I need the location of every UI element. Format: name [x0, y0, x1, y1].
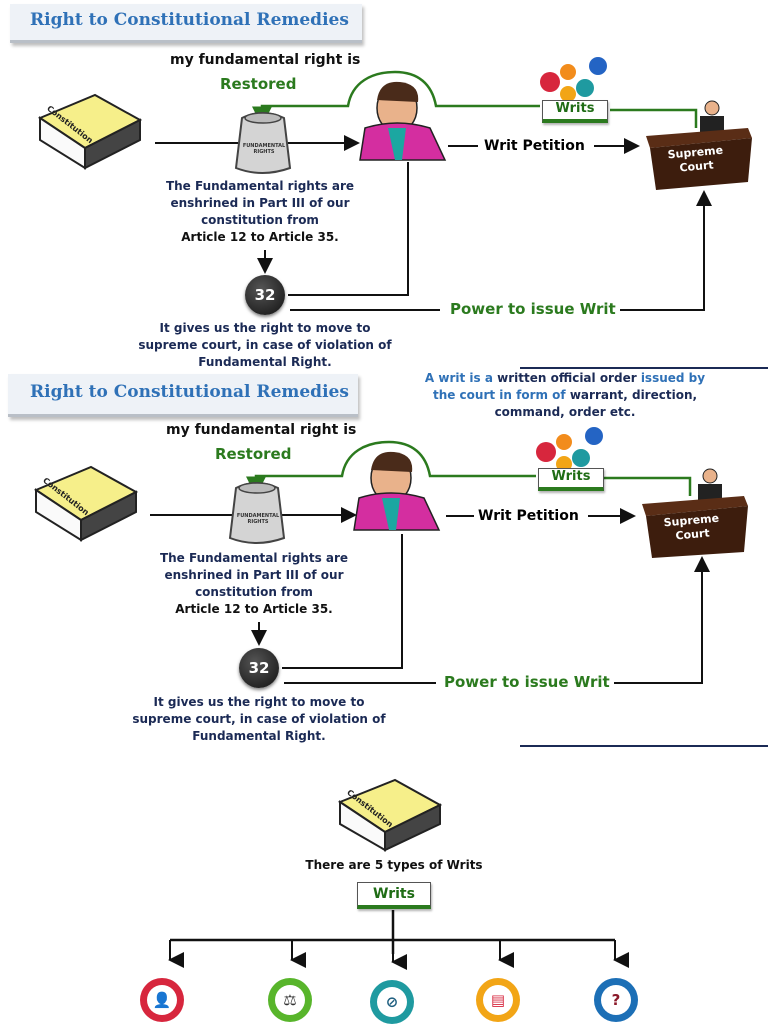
question-bubbles-icon	[540, 57, 607, 102]
writs-badge: Writs	[542, 100, 608, 123]
panel-3-connectors	[168, 778, 629, 970]
gavel-icon[interactable]: ⚖	[268, 978, 312, 1022]
panel-3: Constitution There are 5 types of Writs …	[0, 750, 768, 1024]
writ-definition: A writ is a written official order issue…	[424, 371, 706, 419]
bottom-text: It gives us the right to move to supreme…	[138, 321, 392, 369]
page-title: Right to Constitutional Remedies	[30, 10, 349, 30]
article-32-badge: 32	[245, 275, 285, 315]
fundamental-rights-bag-icon	[234, 112, 292, 174]
enshrined-text: The Fundamental rights are enshrined in …	[165, 179, 355, 244]
bag-label: FUNDAMENTAL RIGHTS	[242, 143, 286, 155]
question-shield-icon[interactable]: ?	[594, 978, 638, 1022]
person-icon	[359, 81, 447, 161]
types-of-writs-text: There are 5 types of Writs	[305, 858, 483, 872]
restored-line1-2: my fundamental right is	[166, 422, 357, 438]
fundamental-rights-bag-icon	[228, 482, 286, 544]
panel-2-connectors	[33, 427, 768, 747]
supreme-court-icon	[646, 100, 752, 190]
writ-petition-label: Writ Petition	[480, 138, 589, 154]
writs-badge-2: Writs	[538, 468, 604, 491]
supreme-court-icon	[642, 468, 748, 558]
writs-badge-3: Writs	[357, 882, 431, 909]
bottom-text-2: It gives us the right to move to supreme…	[132, 695, 386, 743]
prohibition-icon[interactable]: ⊘	[370, 980, 414, 1024]
constitution-book-icon	[337, 778, 443, 852]
panel-2: Right to Constitutional Remedies A writ …	[0, 371, 768, 750]
person-icon	[353, 451, 441, 531]
judge-icon[interactable]: 👤	[140, 978, 184, 1022]
panel-2-title-box: Right to Constitutional Remedies	[8, 374, 358, 417]
question-bubbles-icon	[536, 427, 603, 472]
enshrined-text-2: The Fundamental rights are enshrined in …	[159, 551, 349, 616]
restored-line2: Restored	[220, 75, 297, 93]
restored-line2-2: Restored	[215, 445, 292, 463]
constitution-book-icon	[37, 93, 143, 170]
bag-label-2: FUNDAMENTAL RIGHTS	[236, 513, 280, 525]
writ-petition-label-2: Writ Petition	[474, 508, 583, 524]
power-to-issue-writ-2: Power to issue Writ	[440, 673, 614, 691]
constitution-book-icon	[33, 465, 139, 542]
document-icon[interactable]: ▤	[476, 978, 520, 1022]
panel-1: Right to Constitutional Remedies my fund…	[0, 0, 768, 372]
panel-1-title-box: Right to Constitutional Remedies	[10, 4, 362, 43]
restored-line1: my fundamental right is	[170, 52, 361, 68]
page-title-2: Right to Constitutional Remedies	[30, 382, 349, 402]
article-32-badge-2: 32	[239, 648, 279, 688]
power-to-issue-writ: Power to issue Writ	[446, 300, 620, 318]
panel-1-connectors	[37, 57, 768, 369]
